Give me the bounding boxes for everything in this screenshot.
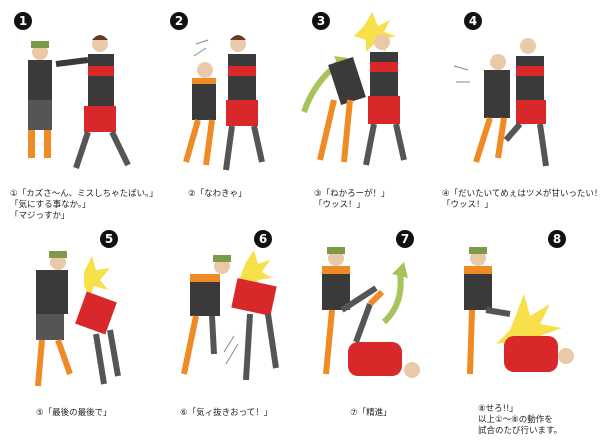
panel-5: 5 ⑤「最後の最後で」: [0, 224, 150, 447]
panel-4-illustration: [453, 38, 549, 167]
panel-3-illustration: [301, 12, 407, 166]
panel-number: 8: [548, 230, 566, 248]
panel-5-illustration: [35, 251, 121, 387]
panel-number: 4: [464, 12, 482, 30]
panel-number: 3: [312, 12, 330, 30]
panel-2-illustration: [183, 35, 265, 171]
panel-8-illustration: [464, 247, 574, 375]
panel-4: 4 ④「だいたいてめぇはツメが甘いったい！」 「ウッス！」: [442, 0, 600, 223]
panel-6: 6 ⑥「気ィ抜きおって！」: [150, 224, 300, 447]
panel-number: 7: [396, 230, 414, 248]
panel-8: 8 ⑧せろ!!」 以上①〜⑧の動作を 試合のたび行います。: [450, 224, 600, 447]
panel-2: 2 ②「なわきゃ」: [150, 0, 300, 223]
panel-number: 5: [100, 230, 118, 248]
panel-number: 1: [14, 12, 32, 30]
panel-caption: ④「だいたいてめぇはツメが甘いったい！」 「ウッス！」: [442, 189, 600, 210]
panel-caption: ⑤「最後の最後で」: [36, 408, 112, 418]
panel-1: 1 ①「カズさ〜ん、ミスしちゃたばい。」 「気にする事なか。」 「マジっすか」: [0, 0, 158, 223]
panel-7: 7 ⑦「精進」: [300, 224, 450, 447]
panel-caption: ⑥「気ィ抜きおって！」: [180, 408, 273, 418]
panel-3: 3 ③「ねかろーが！」 「ウッス！」: [300, 0, 450, 223]
panel-number: 2: [170, 12, 188, 30]
panel-caption: ⑦「精進」: [350, 408, 392, 418]
panel-caption: ②「なわきゃ」: [188, 189, 247, 199]
panel-7-illustration: [322, 247, 420, 378]
panel-1-illustration: [28, 35, 131, 169]
panel-caption: ③「ねかろーが！」 「ウッス！」: [314, 189, 390, 210]
panel-6-illustration: [181, 250, 279, 381]
panel-number: 6: [254, 230, 272, 248]
panel-caption: ⑧せろ!!」 以上①〜⑧の動作を 試合のたび行います。: [478, 404, 563, 436]
panel-caption: ①「カズさ〜ん、ミスしちゃたばい。」 「気にする事なか。」 「マジっすか」: [10, 189, 158, 221]
